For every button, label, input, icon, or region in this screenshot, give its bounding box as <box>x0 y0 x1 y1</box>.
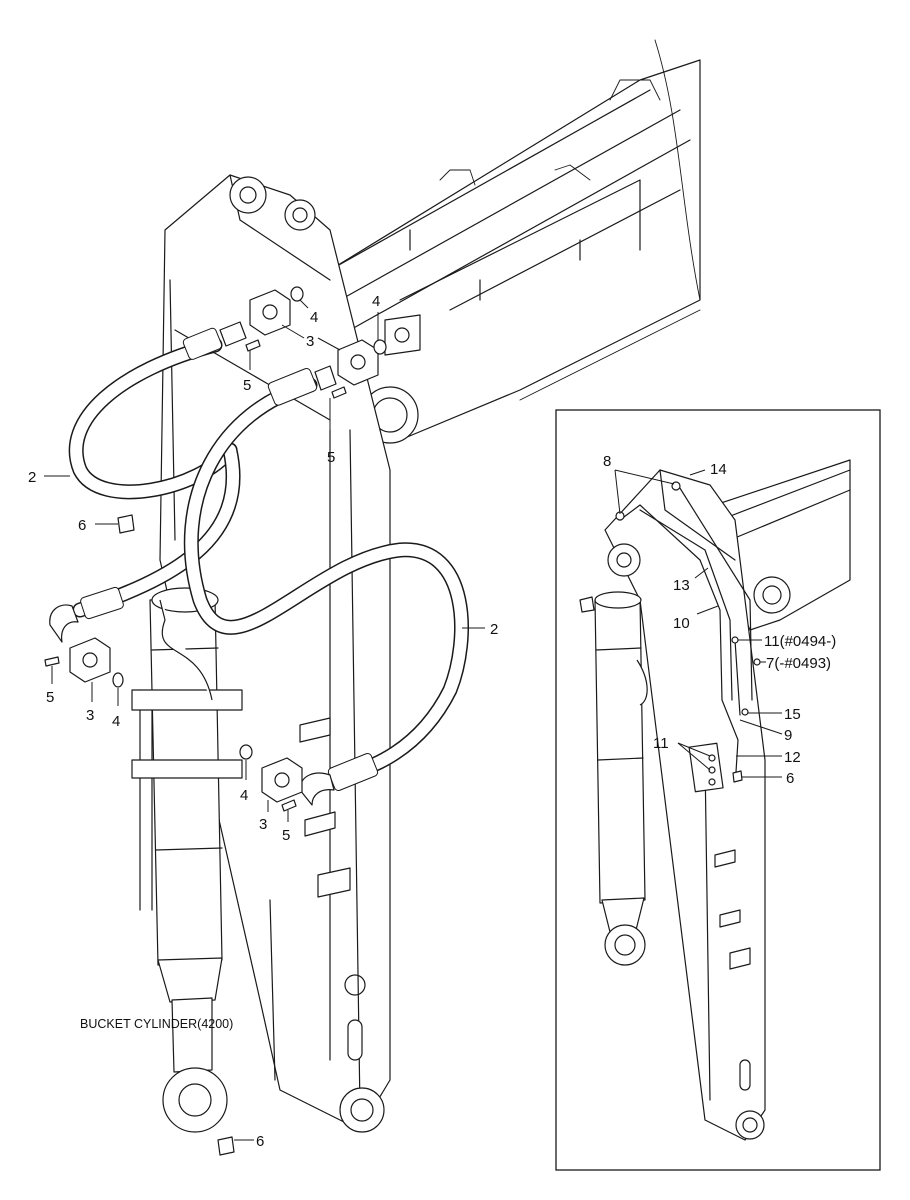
label-inset-11: 11 <box>653 735 669 752</box>
label-fitting-upper: 6 <box>78 517 86 534</box>
label-inset-13: 13 <box>673 577 690 594</box>
label-inset-11-serial: 11(#0494-) <box>764 633 836 650</box>
label-inset-6: 6 <box>786 770 794 787</box>
caption-bucket-cylinder: BUCKET CYLINDER(4200) <box>80 1017 233 1031</box>
label-fitting-lower: 6 <box>256 1133 264 1150</box>
label-hose-right: 2 <box>490 621 498 638</box>
label-oring-left: 4 <box>112 713 120 730</box>
flange-set <box>44 286 387 1156</box>
inset-labels: 8 14 13 10 11(#0494-) 7(-#0493) 15 9 11 … <box>603 453 836 787</box>
label-inset-15: 15 <box>784 706 801 723</box>
label-bolt-top-b: 5 <box>327 449 335 466</box>
label-bolt-top-a: 5 <box>243 377 251 394</box>
label-hose-left: 2 <box>28 469 36 486</box>
label-inset-14: 14 <box>710 461 727 478</box>
bucket-cylinder <box>131 587 243 1133</box>
main-view: 2 2 3 3 3 4 4 4 4 5 5 5 5 <box>28 39 701 1156</box>
label-bolt-left: 5 <box>46 689 54 706</box>
hose-right <box>183 365 469 806</box>
label-inset-8: 8 <box>603 453 611 470</box>
label-bolt-bottom: 5 <box>282 827 290 844</box>
label-inset-10: 10 <box>673 615 690 632</box>
label-oring-top-b: 4 <box>372 293 380 310</box>
main-labels: 2 2 3 3 3 4 4 4 4 5 5 5 5 <box>28 293 498 1150</box>
label-flange-top: 3 <box>306 333 314 350</box>
label-inset-12: 12 <box>784 749 801 766</box>
label-inset-9: 9 <box>784 727 792 744</box>
label-flange-left: 3 <box>86 707 94 724</box>
label-flange-bottom: 3 <box>259 816 267 833</box>
label-oring-bottom: 4 <box>240 787 248 804</box>
arm <box>159 174 391 1133</box>
label-inset-7-serial: 7(-#0493) <box>766 655 831 672</box>
label-oring-top-a: 4 <box>310 309 318 326</box>
inset-view: 8 14 13 10 11(#0494-) 7(-#0493) 15 9 11 … <box>555 409 881 1171</box>
